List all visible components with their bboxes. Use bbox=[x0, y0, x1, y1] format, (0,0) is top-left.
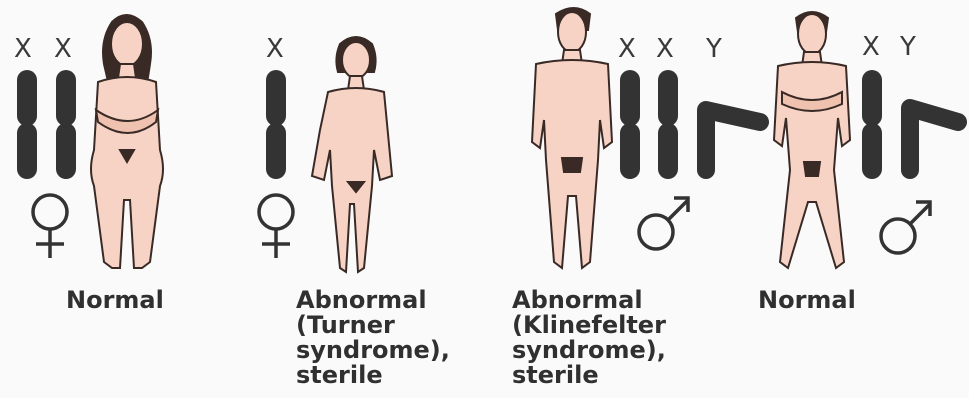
chromosome-label: X bbox=[266, 36, 284, 62]
short-female-figure bbox=[312, 37, 392, 272]
x-chromosome bbox=[658, 70, 678, 179]
chromosome-label: X bbox=[656, 36, 674, 62]
chromosome-label: X bbox=[14, 36, 32, 62]
chromosome-label: Y bbox=[900, 34, 916, 60]
caption-normal-male: Normal bbox=[758, 288, 856, 313]
panel-3 bbox=[532, 8, 760, 268]
caption-line: syndrome), bbox=[512, 338, 666, 363]
caption-line: Normal bbox=[758, 288, 856, 313]
panel-1 bbox=[17, 15, 163, 268]
caption-line: syndrome), bbox=[296, 338, 450, 363]
chromosome-label: X bbox=[862, 34, 880, 60]
chromosome-label: Y bbox=[706, 36, 722, 62]
male-symbol bbox=[881, 202, 930, 253]
male-symbol bbox=[639, 198, 688, 249]
caption-line: (Turner bbox=[296, 313, 450, 338]
caption-turner: Abnormal (Turner syndrome), sterile bbox=[296, 288, 450, 388]
x-chromosome bbox=[17, 70, 37, 179]
male-figure-tall bbox=[532, 8, 612, 268]
y-chromosome bbox=[706, 110, 760, 170]
female-symbol bbox=[259, 195, 293, 258]
y-chromosome bbox=[910, 108, 958, 170]
caption-line: sterile bbox=[512, 363, 666, 388]
x-chromosome bbox=[862, 70, 882, 179]
chromosome-label: X bbox=[54, 36, 72, 62]
x-chromosome bbox=[56, 70, 76, 179]
caption-line: Abnormal bbox=[296, 288, 450, 313]
chromosome-label: X bbox=[618, 36, 636, 62]
panel-2 bbox=[259, 37, 392, 272]
caption-line: sterile bbox=[296, 363, 450, 388]
caption-klinefelter: Abnormal (Klinefelter syndrome), sterile bbox=[512, 288, 666, 388]
caption-line: Normal bbox=[66, 288, 164, 313]
male-figure bbox=[774, 12, 850, 268]
female-figure bbox=[91, 15, 163, 268]
x-chromosome bbox=[620, 70, 640, 179]
x-chromosome bbox=[266, 70, 286, 179]
caption-line: (Klinefelter bbox=[512, 313, 666, 338]
female-symbol bbox=[33, 195, 67, 258]
caption-normal-female: Normal bbox=[66, 288, 164, 313]
caption-line: Abnormal bbox=[512, 288, 666, 313]
